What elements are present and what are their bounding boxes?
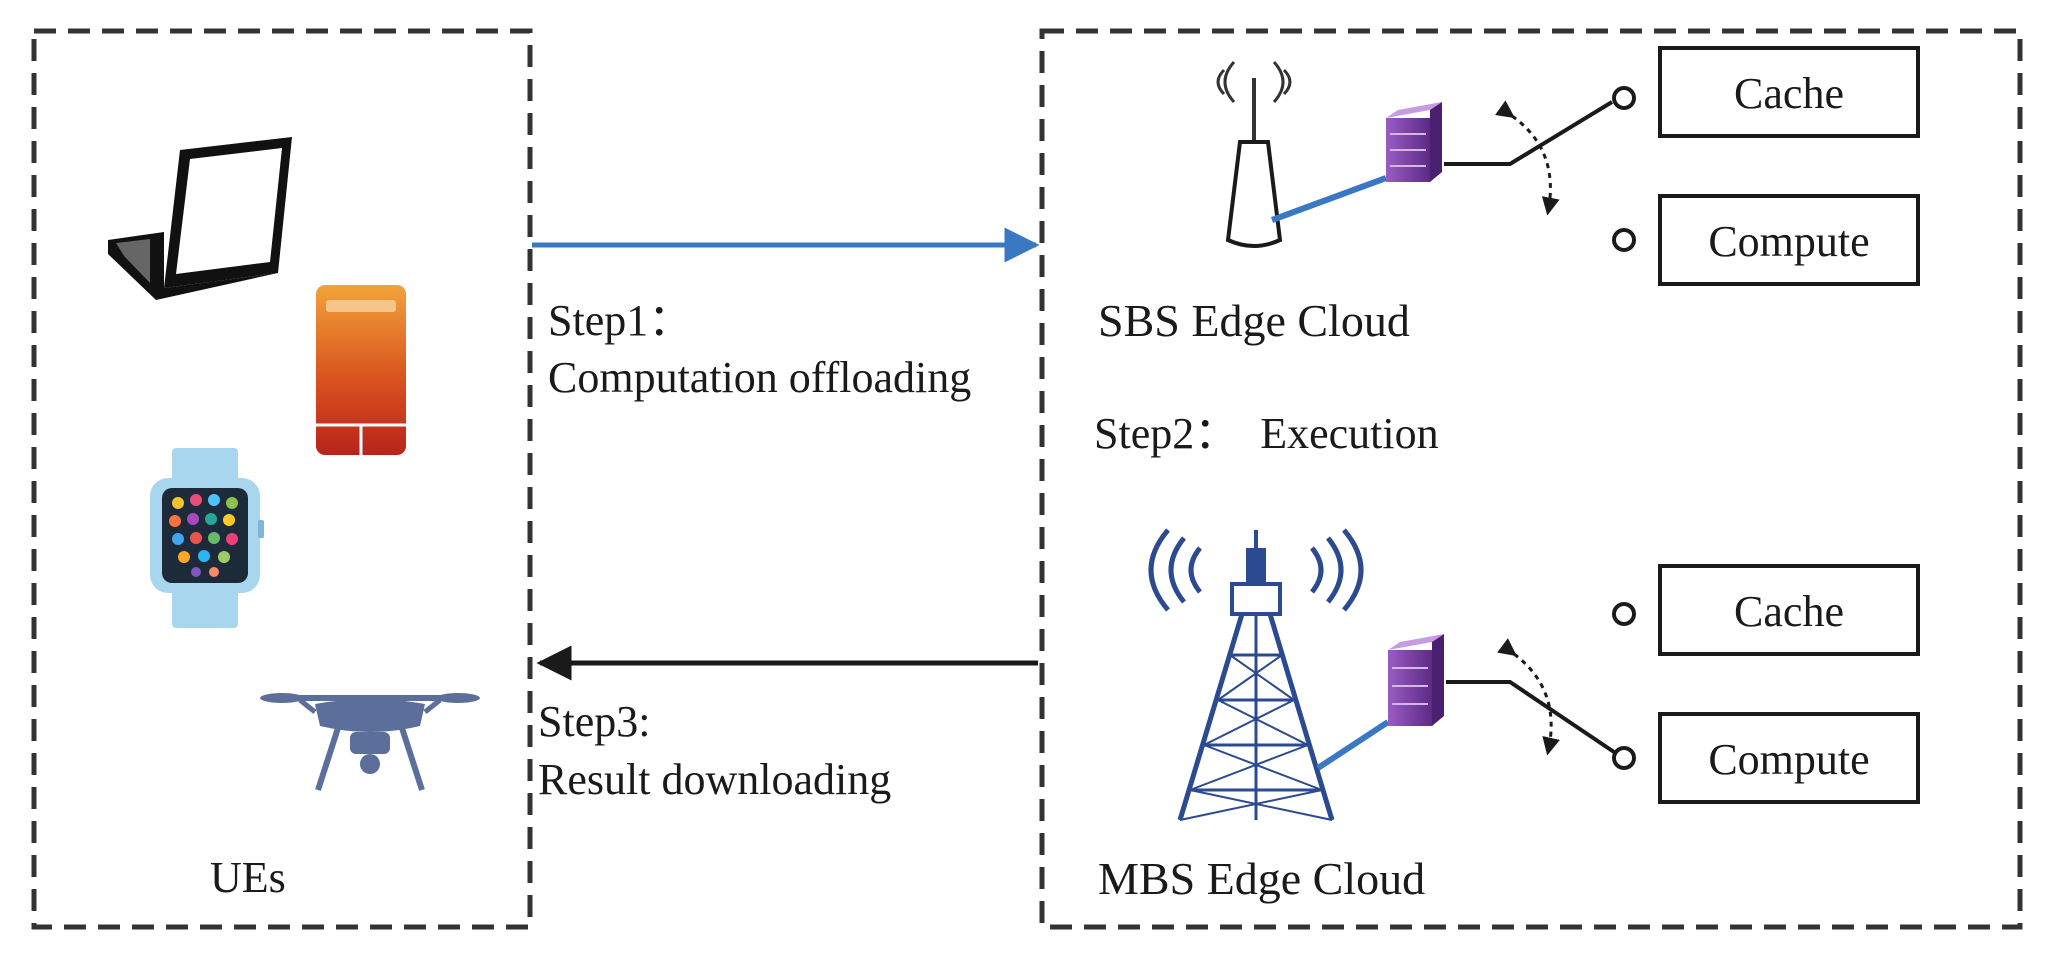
sbs-antenna-icon [1216, 60, 1292, 248]
step1-title: Step1： [548, 296, 692, 345]
sbs-label: SBS Edge Cloud [1098, 295, 1410, 346]
sbs-cache-box [1658, 46, 1920, 138]
mbs-label: MBS Edge Cloud [1098, 853, 1425, 904]
edge-cloud-panel-border [1039, 28, 2023, 930]
smartphone-icon [316, 285, 406, 455]
sbs-antenna-link [1270, 175, 1388, 223]
mbs-switch [1446, 602, 1636, 770]
sbs-cache-label: Cache [1734, 69, 1844, 118]
step3-title: Step3: [538, 697, 650, 746]
mbs-tower-link [1316, 719, 1390, 771]
sbs-switch [1444, 86, 1636, 252]
ue-panel-label: UEs [210, 853, 286, 902]
mbs-cache-label: Cache [1734, 587, 1844, 636]
mbs-compute-box [1658, 712, 1920, 804]
sbs-compute-label: Compute [1708, 217, 1869, 266]
smartwatch-icon [150, 448, 264, 628]
step3-desc: Result downloading [538, 755, 891, 804]
drone-icon [260, 693, 480, 791]
laptop-icon [108, 137, 292, 300]
sbs-compute-box [1658, 194, 1920, 286]
step2-label: Step2： Execution [1094, 409, 1439, 458]
mbs-tower-icon [1148, 528, 1364, 821]
sbs-server-icon [1386, 102, 1442, 182]
mbs-compute-label: Compute [1708, 735, 1869, 784]
step1-desc: Computation offloading [548, 353, 971, 402]
mbs-server-icon [1388, 634, 1444, 726]
ue-panel-border [31, 28, 533, 930]
mbs-cache-box [1658, 564, 1920, 656]
